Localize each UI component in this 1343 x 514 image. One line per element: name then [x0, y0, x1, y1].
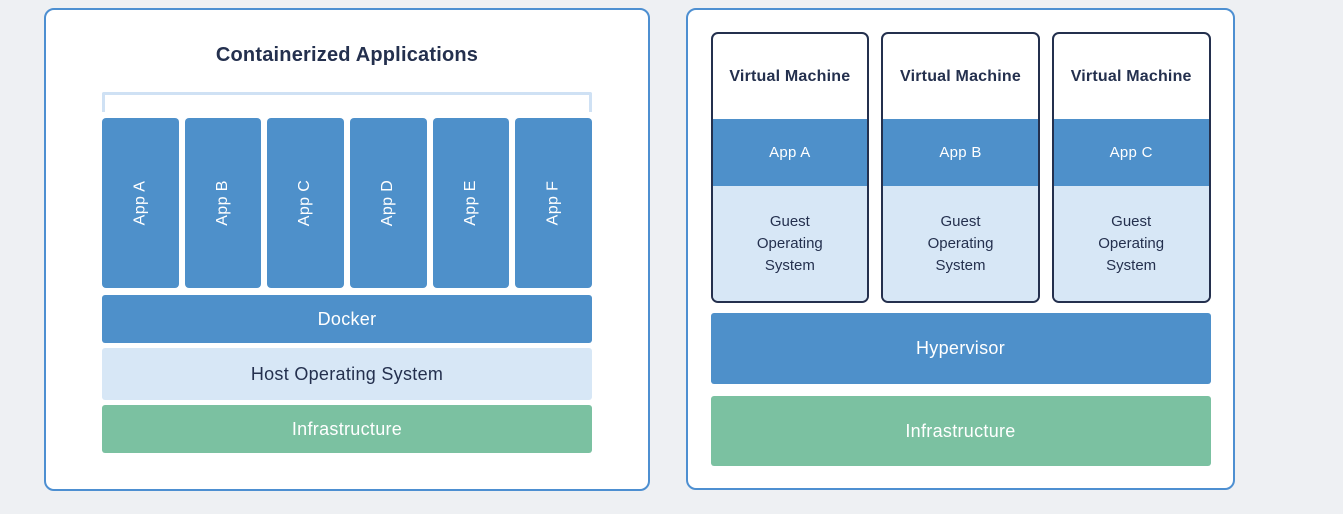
vm-card-3-title: Virtual Machine: [1070, 67, 1192, 85]
vm-card-2-guest-os: Guest Operating System: [883, 186, 1038, 301]
containers-title: Containerized Applications: [215, 44, 479, 66]
app-column-b-label: App B: [214, 180, 231, 226]
app-column-e-label: App E: [462, 180, 480, 226]
app-column-a-label: App A: [131, 180, 149, 226]
vm-card-1: Virtual Machine App A Guest Operating Sy…: [710, 32, 870, 303]
vm-card-2: Virtual Machine App B Guest Operating Sy…: [881, 32, 1040, 303]
app-column-e: App E: [432, 118, 510, 288]
app-column-f-label: App F: [544, 180, 562, 226]
vm-card-3-guest-os-label: Guest Operating System: [1098, 212, 1165, 274]
app-column-a: App A: [102, 118, 179, 288]
docker-layer: Docker: [102, 295, 592, 343]
container-group-bracket: [102, 92, 592, 112]
infrastructure-layer-right: Infrastructure: [710, 396, 1211, 466]
vm-card-1-app: App A: [712, 119, 868, 186]
app-columns-row: App A App B App C App D App E App F: [102, 118, 593, 288]
app-column-c-label: App C: [296, 179, 314, 227]
vm-card-1-guest-os-label: Guest Operating System: [756, 212, 823, 274]
hypervisor-layer: Hypervisor: [710, 313, 1211, 384]
containers-panel: Containerized Applications App A App B A…: [44, 8, 650, 491]
vm-cards-row: Virtual Machine App A Guest Operating Sy…: [710, 32, 1211, 303]
app-column-c: App C: [267, 118, 345, 288]
app-column-f: App F: [515, 118, 593, 288]
app-column-d: App D: [350, 118, 427, 288]
vm-card-3-app: App C: [1053, 119, 1209, 186]
app-column-b: App B: [184, 118, 262, 288]
vm-card-2-title: Virtual Machine: [900, 67, 1021, 85]
host-os-layer: Host Operating System: [102, 348, 592, 400]
vm-card-2-guest-os-label: Guest Operating System: [927, 212, 994, 274]
vm-card-3: Virtual Machine App C Guest Operating Sy…: [1051, 32, 1211, 303]
vm-card-1-title: Virtual Machine: [729, 67, 851, 85]
virtual-machines-panel: Virtual Machine App A Guest Operating Sy…: [686, 8, 1235, 490]
virtual-machines-panel-content: Virtual Machine App A Guest Operating Sy…: [710, 32, 1211, 466]
infrastructure-layer-left: Infrastructure: [102, 405, 592, 453]
containers-panel-content: Containerized Applications App A App B A…: [102, 42, 593, 453]
app-column-d-label: App D: [379, 179, 397, 227]
vm-card-1-guest-os: Guest Operating System: [712, 186, 868, 301]
vm-card-2-app: App B: [883, 119, 1038, 186]
vm-card-3-guest-os: Guest Operating System: [1053, 186, 1209, 301]
